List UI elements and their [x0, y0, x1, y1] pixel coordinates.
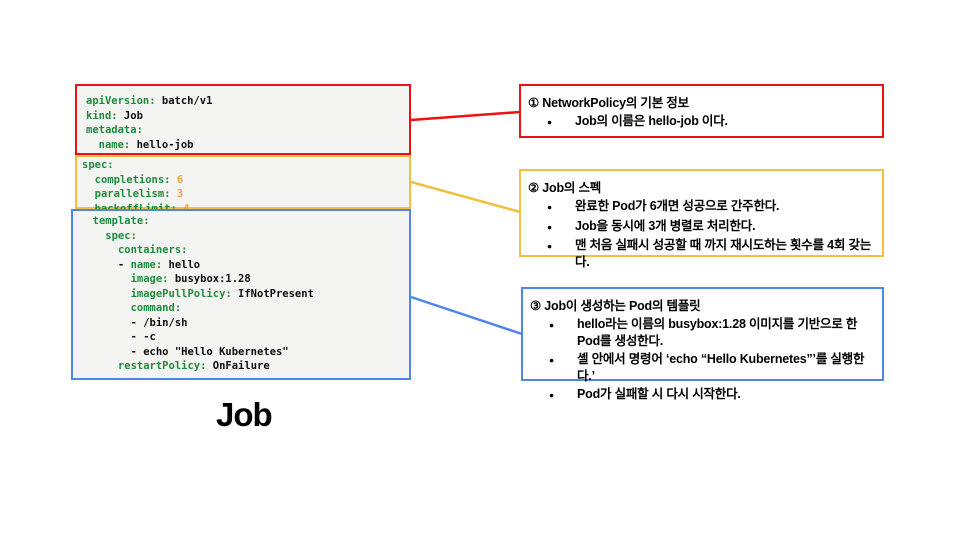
note-bullet: ● hello라는 이름의 busybox:1.28 이미지를 기반으로 한 Po…: [549, 316, 872, 349]
note-bullet-text: 셸 안에서 명령어 ‘echo “Hello Kubernetes”’를 실행한…: [577, 352, 865, 383]
note-heading: ① NetworkPolicy의 기본 정보: [528, 96, 689, 110]
note-bullet: ● Job의 이름은 hello-job 이다.: [547, 113, 872, 131]
yaml-line: spec:: [82, 159, 114, 171]
yaml-line: command:: [80, 302, 182, 315]
note-bullet: ● 맨 처음 실패시 성공할 때 까지 재시도하는 횟수를 4회 갖는다.: [547, 237, 872, 270]
note-heading: ③ Job이 생성하는 Pod의 템플릿: [530, 299, 701, 313]
yaml-code-metadata: apiVersion: batch/v1 kind: Job metadata: n…: [77, 86, 409, 152]
bullet-icon: ●: [547, 221, 552, 232]
note-bullet-list: ● Job의 이름은 hello-job 이다.: [528, 113, 872, 131]
yaml-box-job-spec: spec: completions: 6 parallelism: 3 back…: [75, 155, 411, 215]
note-bullet: ● Pod가 실패할 시 다시 시작한다.: [549, 386, 872, 404]
yaml-box-job-metadata: apiVersion: batch/v1 kind: Job metadata: n…: [75, 84, 411, 155]
note-bullet-text: Job을 동시에 3개 병렬로 처리한다.: [575, 218, 756, 233]
connector-blue: [410, 295, 523, 336]
yaml-line: image: busybox:1.28: [80, 273, 251, 286]
note-bullet-text: Pod가 실패할 시 다시 시작한다.: [577, 387, 741, 401]
yaml-line: - echo "Hello Kubernetes": [80, 345, 289, 358]
note-bullet: ● 셸 안에서 명령어 ‘echo “Hello Kubernetes”’를 실행…: [549, 351, 872, 384]
note-bullet-list: ● hello라는 이름의 busybox:1.28 이미지를 기반으로 한 Po…: [530, 316, 872, 404]
bullet-icon: ●: [549, 355, 554, 365]
connector-yellow: [410, 180, 521, 214]
bullet-icon: ●: [549, 320, 554, 330]
note-heading: ② Job의 스펙: [528, 181, 602, 195]
yaml-line: name: hello-job: [86, 138, 194, 151]
yaml-line: spec:: [80, 229, 137, 242]
yaml-line: kind: Job: [86, 109, 143, 122]
yaml-line: - -c: [80, 331, 156, 344]
yaml-line: parallelism: 3: [82, 188, 184, 201]
bullet-icon: ●: [547, 241, 552, 251]
note-bullet: ● 완료한 Pod가 6개면 성공으로 간주한다.: [547, 198, 872, 216]
note-bullet-text: hello라는 이름의 busybox:1.28 이미지를 기반으로 한 Pod…: [577, 317, 858, 348]
note-bullet-text: 완료한 Pod가 6개면 성공으로 간주한다.: [575, 199, 780, 213]
yaml-line: - name: hello: [80, 258, 201, 271]
note-box-job-spec: ② Job의 스펙 ● 완료한 Pod가 6개면 성공으로 간주한다. ● Job을 동…: [519, 169, 884, 269]
bullet-icon: ●: [547, 202, 552, 212]
yaml-code-template: template: spec: containers: - name: hell…: [73, 211, 409, 374]
yaml-line: apiVersion: batch/v1: [86, 95, 213, 107]
yaml-box-pod-template: template: spec: containers: - name: hell…: [71, 209, 411, 380]
yaml-line: containers:: [80, 244, 188, 257]
yaml-code-spec: spec: completions: 6 parallelism: 3 back…: [77, 157, 409, 216]
yaml-line: completions: 6: [82, 173, 184, 186]
yaml-line: restartPolicy: OnFailure: [80, 360, 270, 373]
yaml-line: metadata:: [86, 124, 143, 137]
bullet-icon: ●: [547, 117, 552, 127]
yaml-line: - /bin/sh: [80, 316, 188, 329]
note-bullet-text: Job의 이름은 hello-job 이다.: [575, 114, 728, 128]
yaml-line: imagePullPolicy: IfNotPresent: [80, 287, 314, 300]
note-box-basic-info: ① NetworkPolicy의 기본 정보 ● Job의 이름은 hello-jo…: [519, 84, 884, 138]
diagram-title: Job: [216, 396, 273, 433]
note-bullet-list: ● 완료한 Pod가 6개면 성공으로 간주한다. ● Job을 동시에 3개 병렬로…: [528, 198, 872, 270]
connector-red: [410, 110, 521, 122]
note-bullet: ● Job을 동시에 3개 병렬로 처리한다.: [547, 218, 872, 236]
bullet-icon: ●: [549, 390, 554, 400]
yaml-line: template:: [80, 215, 150, 227]
note-box-pod-template: ③ Job이 생성하는 Pod의 템플릿 ● hello라는 이름의 busybox…: [521, 287, 884, 401]
note-bullet-text: 맨 처음 실패시 성공할 때 까지 재시도하는 횟수를 4회 갖는다.: [575, 238, 872, 269]
